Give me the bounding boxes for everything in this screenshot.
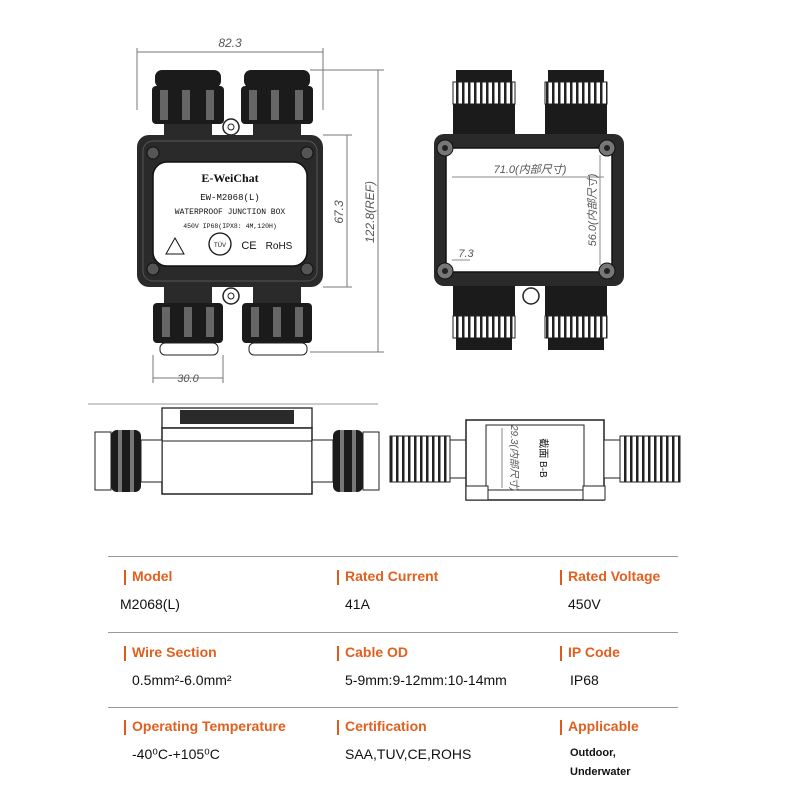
- spec-label: Applicable: [568, 718, 639, 734]
- section-view: 29.3(内部尺寸) 截面 B-B: [389, 419, 681, 501]
- spec-table: Model M2068(L) Rated Current 41A Rated V…: [0, 540, 800, 800]
- spec-label: Wire Section: [132, 644, 217, 660]
- spec-value: 0.5mm²-6.0mm²: [132, 672, 232, 688]
- gland-bottom-right: [242, 287, 312, 356]
- product-line-text: WATERPROOF JUNCTION BOX: [175, 208, 286, 217]
- inner-view: 71.0(内部尺寸) 56.0(内部尺寸) 7.3: [434, 70, 624, 350]
- section-gland-right: [603, 435, 681, 483]
- side-gland-left: [94, 430, 163, 492]
- label-plate: [152, 161, 308, 267]
- model-line-text: EW-M2068(L): [200, 193, 259, 203]
- side-gland-right: [311, 430, 380, 492]
- section-gland-left: [389, 435, 467, 483]
- divider: [108, 632, 678, 633]
- ce-mark: CE: [241, 240, 256, 252]
- dim-width: [136, 48, 324, 110]
- spec-value: 41A: [345, 596, 370, 612]
- divider: [108, 556, 678, 557]
- inner-gland-top-right: [544, 70, 608, 134]
- brand-text: E-WeiChat: [201, 171, 258, 185]
- dim-offset-label: 7.3: [458, 248, 474, 260]
- technical-drawing: 82.3 E-WeiChat EW-M2068(L: [88, 36, 681, 501]
- dim-total-height-label: 122.8(REF): [363, 181, 377, 243]
- spec-value: 450V: [568, 596, 601, 612]
- spec-value-line: Outdoor,: [570, 747, 616, 759]
- front-view: 82.3 E-WeiChat EW-M2068(L: [136, 36, 384, 385]
- spec-label: Rated Current: [345, 568, 439, 584]
- gland-top-right: [241, 70, 313, 138]
- spec-label: Certification: [345, 718, 427, 734]
- side-view: [88, 403, 380, 495]
- spec-value: 5-9mm:9-12mm:10-14mm: [345, 672, 507, 688]
- spec-label: IP Code: [568, 644, 620, 660]
- spec-value: Outdoor, Underwater: [570, 744, 631, 782]
- spec-value: IP68: [570, 672, 599, 688]
- spec-label: Operating Temperature: [132, 718, 286, 734]
- spec-label: Model: [132, 568, 173, 584]
- section-label: 截面 B-B: [537, 438, 550, 478]
- tuv-mark: [208, 232, 232, 256]
- spec-label: Rated Voltage: [568, 568, 661, 584]
- svg-text:TÜV: TÜV: [214, 242, 226, 249]
- divider: [108, 707, 678, 708]
- rohs-mark: RoHS: [266, 241, 293, 252]
- dim-inner-width-label: 71.0(内部尺寸): [494, 163, 567, 176]
- saa-mark: [165, 236, 185, 255]
- spec-label: Cable OD: [345, 644, 409, 660]
- dim-depth-label: 29.3(内部尺寸): [508, 424, 520, 491]
- spec-value-line: Underwater: [570, 766, 631, 778]
- spec-value: -40⁰C-+105⁰C: [132, 746, 220, 762]
- gland-top-left: [152, 70, 224, 138]
- spec-value: SAA,TUV,CE,ROHS: [345, 746, 472, 762]
- dim-body-height-label: 67.3: [332, 200, 346, 224]
- dim-width-label: 82.3: [218, 36, 242, 50]
- inner-gland-top-left: [452, 70, 516, 134]
- inner-gland-bottom-left: [452, 286, 516, 350]
- gland-bottom-left: [153, 287, 223, 356]
- inner-gland-bottom-right: [544, 286, 608, 350]
- rating-line-text: 450V IP68(IPX8: 4M,120H): [183, 223, 277, 230]
- side-body: [161, 427, 313, 495]
- dim-gland-label: 30.0: [177, 373, 199, 385]
- spec-value: M2068(L): [120, 596, 180, 612]
- dim-inner-height-label: 56.0(内部尺寸): [586, 173, 599, 246]
